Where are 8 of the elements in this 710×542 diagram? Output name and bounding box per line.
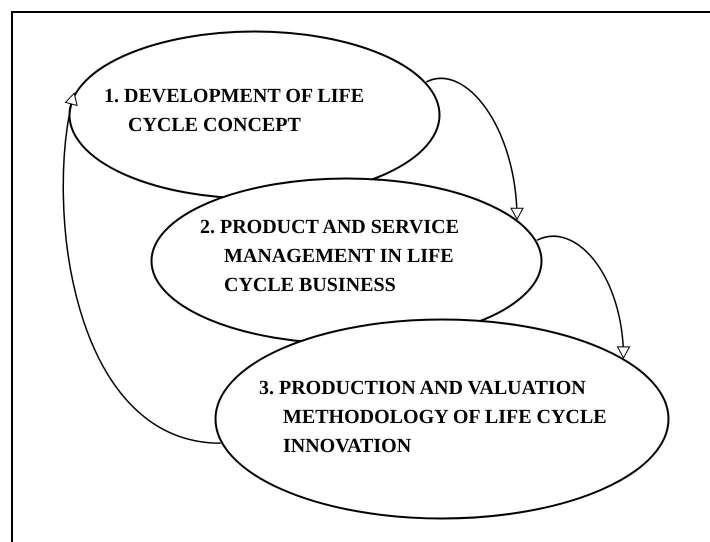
node-label: 2. PRODUCT AND SERVICE MANAGEMENT IN LIFE CYCLE BUSINESS: [200, 215, 460, 298]
ellipse-node: [68, 30, 441, 200]
curved-arrow: [536, 236, 630, 358]
curved-arrow: [62, 92, 221, 444]
node-label: 3. PRODUCTION AND VALUATION METHODOLOGY OF LIFE CYCLE INNOVATION: [259, 376, 608, 459]
curved-arrow: [426, 78, 523, 220]
node-label: 1. DEVELOPMENT OF LIFE CYCLE CONCEPT: [104, 84, 366, 138]
ellipse-node: [214, 318, 670, 520]
